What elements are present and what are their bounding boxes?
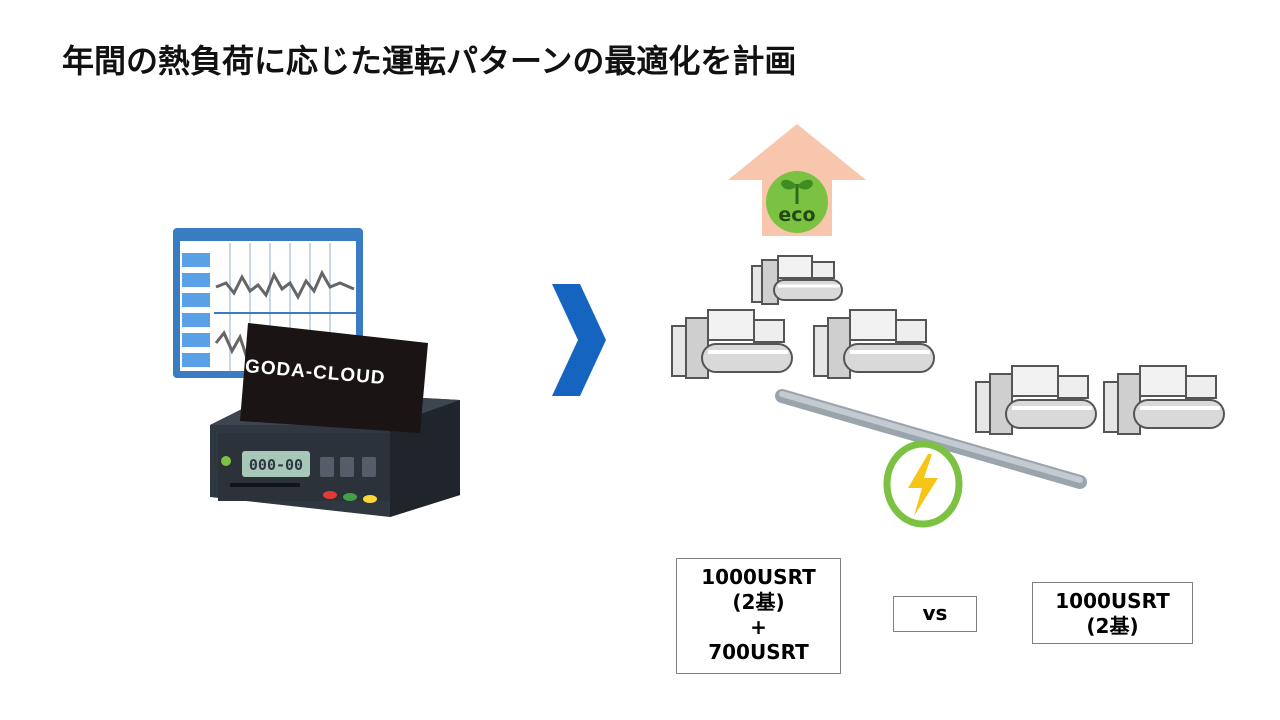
chiller-icon (751, 255, 843, 305)
option-right-line: 1000USRT (1055, 589, 1170, 613)
option-left-line: 1000USRT (701, 565, 816, 589)
chiller-icon (671, 309, 793, 379)
data-logger-illustration (173, 228, 460, 517)
option-left-line: + (750, 615, 767, 639)
chiller-icon (1103, 365, 1225, 435)
option-left-line: (2基) (732, 590, 785, 614)
vs-label: vs (922, 601, 948, 625)
eco-badge-label: eco (778, 204, 816, 226)
chiller-icon (975, 365, 1097, 435)
option-left-box: 1000USRT (2基) + 700USRT (676, 558, 841, 674)
up-arrow-icon (728, 124, 866, 236)
seesaw-bar (775, 389, 1087, 489)
chiller-icon (813, 309, 935, 379)
option-right-box: 1000USRT (2基) (1032, 582, 1193, 644)
vs-box: vs (893, 596, 977, 632)
option-right-line: (2基) (1086, 614, 1139, 638)
chevron-right-icon (552, 284, 606, 396)
slide-title: 年間の熱負荷に応じた運転パターンの最適化を計画 (62, 42, 797, 80)
option-left-line: 700USRT (708, 640, 809, 664)
goda-cloud-card (240, 323, 428, 433)
lightning-icon (883, 440, 963, 528)
logger-display-text: 000-00 (248, 456, 304, 474)
